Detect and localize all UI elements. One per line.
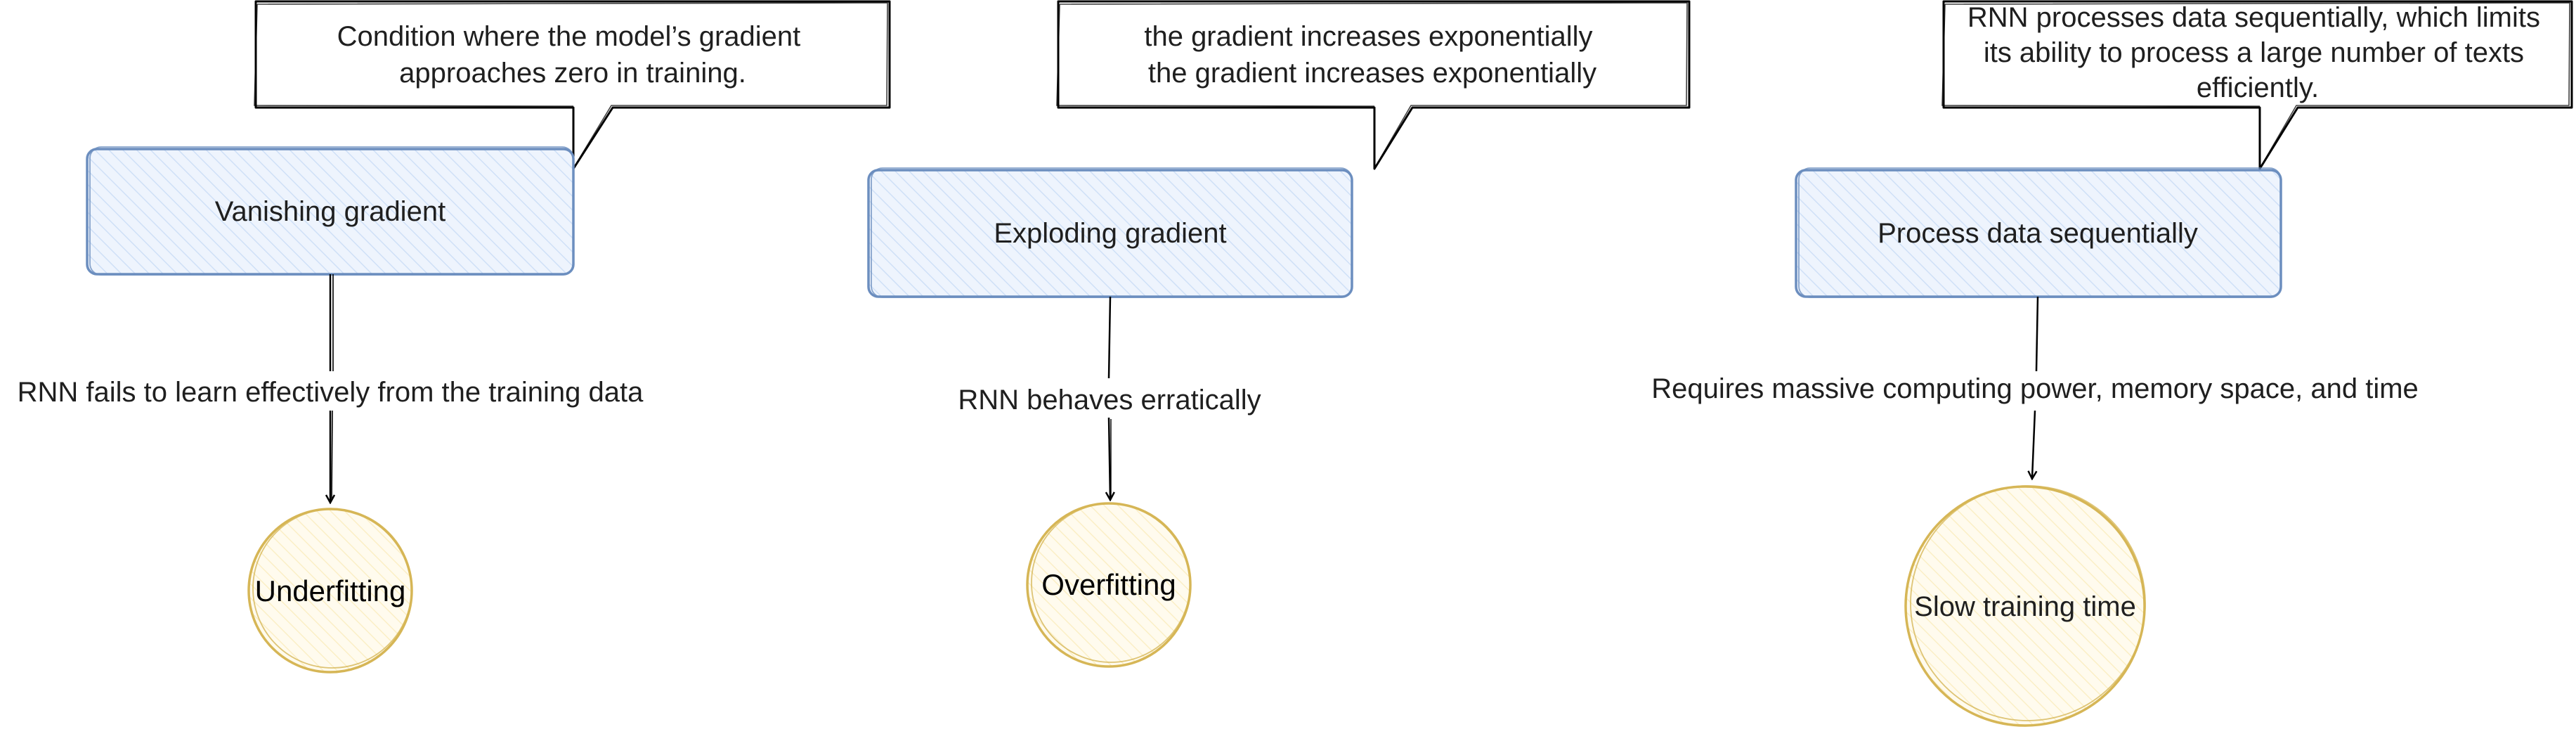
box-shape-sketch xyxy=(89,146,574,276)
box-process-sequentially[interactable]: Process data sequentially xyxy=(1795,167,2282,298)
result-circle-sketch xyxy=(252,508,412,669)
svg-text:the gradient increases exponen: the gradient increases exponentially the… xyxy=(1144,21,1600,89)
callout-process-sequentially: RNN processes data sequentially, which l… xyxy=(1941,0,2573,170)
connector-line xyxy=(2032,410,2035,478)
box-shape-sketch xyxy=(1798,167,2282,298)
box-vanishing-gradient[interactable]: Vanishing gradient xyxy=(86,146,575,276)
connector-process-sequentially: Requires massive computing power, memory… xyxy=(1623,296,2452,478)
connector-vanishing-gradient: RNN fails to learn effectively from the … xyxy=(0,274,661,502)
result-overfitting[interactable]: Overfitting xyxy=(1026,502,1192,668)
callout-exploding-gradient: the gradient increases exponentially the… xyxy=(1056,0,1691,170)
callout-shape-sketch xyxy=(1056,2,1688,167)
column-exploding-gradient: the gradient increases exponentially the… xyxy=(867,0,1691,668)
svg-text:Condition where the model’s gr: Condition where the model’s gradient app… xyxy=(337,21,809,89)
callout-line: the gradient increases exponentially xyxy=(1148,58,1596,89)
result-circle xyxy=(1904,485,2146,727)
result-label: Overfitting xyxy=(1041,568,1176,601)
callout-vanishing-gradient: Condition where the model’s gradient app… xyxy=(254,0,891,170)
connector-line xyxy=(1109,417,1110,499)
edge-label-bg xyxy=(1623,371,2452,411)
edge-label: Requires massive computing power, memory… xyxy=(1651,373,2419,404)
connector-exploding-gradient: RNN behaves erratically xyxy=(935,296,1286,499)
edge-label: RNN behaves erratically xyxy=(958,385,1261,416)
result-slow-training-time[interactable]: Slow training time xyxy=(1904,485,2146,727)
box-label: Exploding gradient xyxy=(994,218,1226,249)
result-underfitting[interactable]: Underfitting xyxy=(247,508,413,674)
callout-line: efficiently. xyxy=(2197,72,2319,103)
callout-line: RNN processes data sequentially, which l… xyxy=(1967,2,2540,33)
connector-line xyxy=(2035,296,2039,372)
column-process-sequentially: RNN processes data sequentially, which l… xyxy=(1623,0,2573,727)
callout-line: its ability to process a large number of… xyxy=(1984,37,2524,68)
result-circle-sketch xyxy=(1910,485,2146,721)
column-vanishing-gradient: Condition where the model’s gradient app… xyxy=(0,0,891,674)
box-label: Process data sequentially xyxy=(1878,218,2198,249)
box-label: Vanishing gradient xyxy=(215,196,445,227)
callout-line: approaches zero in training. xyxy=(399,58,746,89)
box-shape-sketch xyxy=(871,167,1353,298)
result-label: Slow training time xyxy=(1914,591,2136,622)
svg-text:RNN processes data sequentiall: RNN processes data sequentially, which l… xyxy=(1967,2,2548,103)
edge-label: RNN fails to learn effectively from the … xyxy=(18,377,644,408)
box-exploding-gradient[interactable]: Exploding gradient xyxy=(867,167,1353,298)
callout-line: Condition where the model’s gradient xyxy=(337,21,801,52)
callout-shape-sketch xyxy=(254,2,888,167)
edge-label-bg xyxy=(935,380,1286,418)
edge-label-bg xyxy=(0,373,661,411)
callout-shape-sketch xyxy=(1941,2,2570,167)
callout-line: the gradient increases exponentially xyxy=(1144,21,1592,52)
callout-shape xyxy=(1942,0,2573,170)
result-label: Underfitting xyxy=(255,574,406,607)
result-circle-sketch xyxy=(1031,503,1191,663)
connector-line xyxy=(1107,296,1112,379)
callout-shape xyxy=(254,0,891,170)
callout-shape xyxy=(1057,0,1691,170)
